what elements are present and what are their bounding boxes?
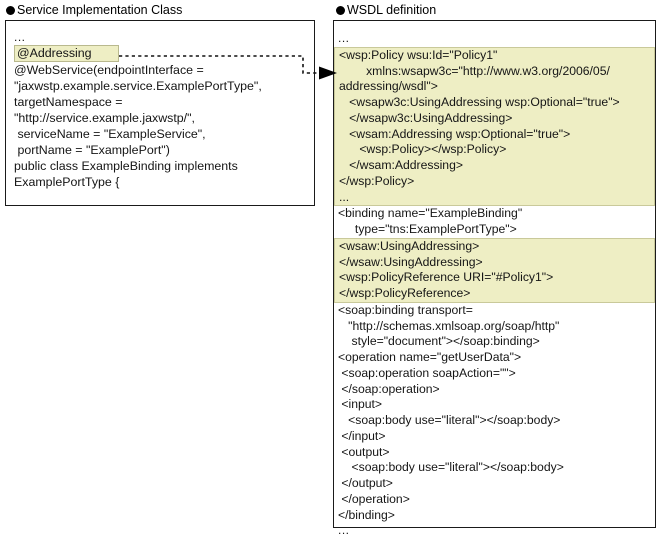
code-line: </wsp:PolicyReference>: [339, 286, 471, 300]
java-code-block: ...@Addressing@WebService(endpointInterf…: [14, 29, 310, 190]
code-line: ...: [339, 189, 350, 204]
code-line: </wsaw:UsingAddressing>: [339, 254, 483, 269]
policy-reference-highlight-block: <wsaw:UsingAddressing></wsaw:UsingAddres…: [334, 237, 655, 303]
code-line: <wsaw:UsingAddressing>: [339, 238, 480, 253]
code-line: <soap:binding transport=: [338, 302, 473, 317]
wsdl-definition-panel: ...<wsp:Policy wsu:Id="Policy1" xmlns:ws…: [333, 20, 656, 537]
code-line: </input>: [338, 428, 386, 443]
service-implementation-class-panel: ...@Addressing@WebService(endpointInterf…: [5, 20, 315, 206]
code-line: </soap:operation>: [338, 381, 440, 396]
code-line: xmlns:wsapw3c="http://www.w3.org/2006/05…: [339, 63, 610, 78]
code-line: <wsp:Policy wsu:Id="Policy1": [339, 47, 498, 62]
code-line: ...: [338, 31, 350, 45]
code-line: </wsp:Policy>: [339, 173, 415, 188]
code-line: serviceName = "ExampleService",: [14, 126, 206, 141]
code-line: ...: [14, 30, 26, 44]
code-line: </operation>: [338, 491, 410, 506]
code-line: "http://service.example.jaxwstp/",: [14, 110, 195, 125]
code-line: </output>: [338, 476, 393, 490]
wsdl-code-block: ...<wsp:Policy wsu:Id="Policy1" xmlns:ws…: [334, 31, 655, 539]
code-line: </wsapw3c:UsingAddressing>: [339, 110, 513, 125]
code-line: addressing/wsdl">: [339, 79, 438, 94]
code-line: <input>: [338, 397, 383, 412]
code-line: <soap:body use="literal"></soap:body>: [338, 460, 564, 475]
code-line: "http://schemas.xmlsoap.org/soap/http": [338, 318, 560, 333]
code-line: </wsam:Addressing>: [339, 158, 463, 172]
code-line: ...: [338, 523, 350, 538]
addressing-annotation-highlight: @Addressing: [14, 45, 119, 62]
code-line: @Addressing: [14, 45, 310, 62]
code-line: @WebService(endpointInterface =: [14, 62, 204, 77]
code-line: <soap:operation soapAction="">: [338, 365, 516, 380]
code-line: <output>: [338, 444, 390, 459]
code-line: <wsapw3c:UsingAddressing wsp:Optional="t…: [339, 95, 620, 109]
code-line: targetNamespace =: [14, 94, 123, 109]
code-line: <wsp:PolicyReference URI="#Policy1">: [339, 270, 554, 285]
code-line: style="document"></soap:binding>: [338, 334, 540, 349]
code-line: <wsam:Addressing wsp:Optional="true">: [339, 126, 571, 141]
code-line: <soap:body use="literal"></soap:body>: [338, 413, 561, 427]
code-line: type="tns:ExamplePortType">: [338, 222, 517, 236]
right-panel-caption-label: WSDL definition: [347, 3, 437, 17]
code-line: <binding name="ExampleBinding": [338, 206, 523, 221]
left-panel-caption-label: Service Implementation Class: [17, 3, 183, 17]
code-line: portName = "ExamplePort"): [14, 143, 170, 158]
left-panel-caption: Service Implementation Class: [6, 3, 182, 17]
code-line: </binding>: [338, 507, 395, 522]
code-line: <operation name="getUserData">: [338, 350, 522, 364]
code-line: "jaxwstp.example.service.ExamplePortType…: [14, 78, 262, 93]
wsp-policy-highlight-block: <wsp:Policy wsu:Id="Policy1" xmlns:wsapw…: [334, 46, 655, 207]
right-panel-caption: WSDL definition: [336, 3, 436, 17]
code-line: <wsp:Policy></wsp:Policy>: [339, 142, 507, 157]
code-line: public class ExampleBinding implements: [14, 159, 238, 174]
bullet-icon: [336, 5, 345, 15]
code-line: ExamplePortType {: [14, 175, 120, 190]
bullet-icon: [6, 5, 15, 15]
